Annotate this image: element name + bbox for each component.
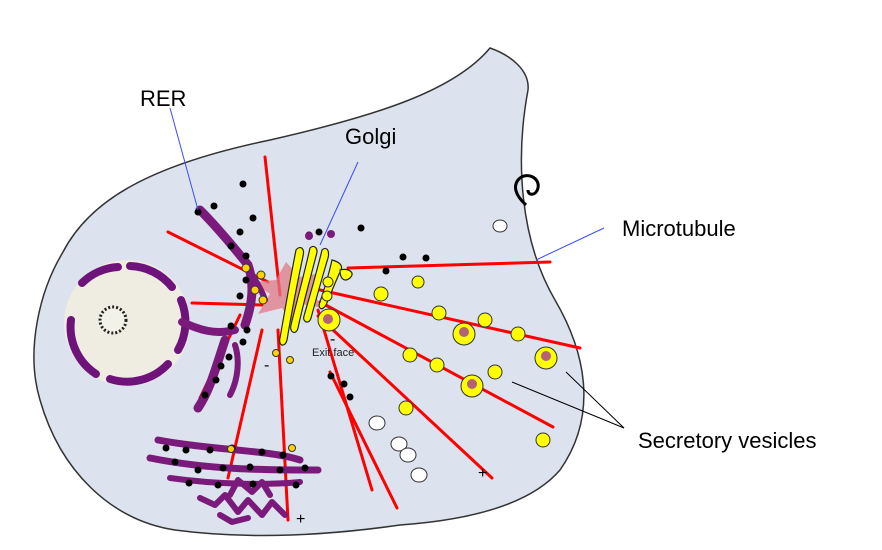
vesicles-pointer-2 [565, 371, 625, 429]
plus-bottom-sign: + [296, 511, 305, 528]
golgi-pointer [319, 161, 359, 246]
nucleolus [98, 305, 128, 335]
secretory-vesicles [321, 275, 551, 448]
transport-vesicles [227, 263, 296, 453]
minus-left-sign: - [264, 357, 269, 374]
microtubule-label: Microtubule [622, 216, 736, 241]
golgi-cap-dot [327, 230, 335, 238]
rer-pointer [169, 107, 199, 211]
golgi-label: Golgi [345, 124, 396, 149]
endocytic-pit [513, 174, 540, 207]
microtubule-pointer [535, 227, 605, 261]
exit-face-label: Exit face [312, 347, 354, 359]
smooth-er [197, 477, 288, 525]
vesicles-pointer-1 [511, 381, 625, 429]
rer-label: RER [140, 86, 186, 111]
endocytic-vesicles [368, 219, 508, 483]
ribosomes [162, 180, 430, 489]
nucleus [64, 260, 190, 386]
plus-right-sign: + [478, 465, 487, 482]
golgi-apparatus [279, 245, 353, 346]
cargo-vesicles [317, 308, 558, 398]
minus-golgi-sign: - [330, 331, 335, 348]
secretory-vesicles-label: Secretory vesicles [638, 428, 817, 453]
golgi-cap-dot [305, 232, 313, 240]
